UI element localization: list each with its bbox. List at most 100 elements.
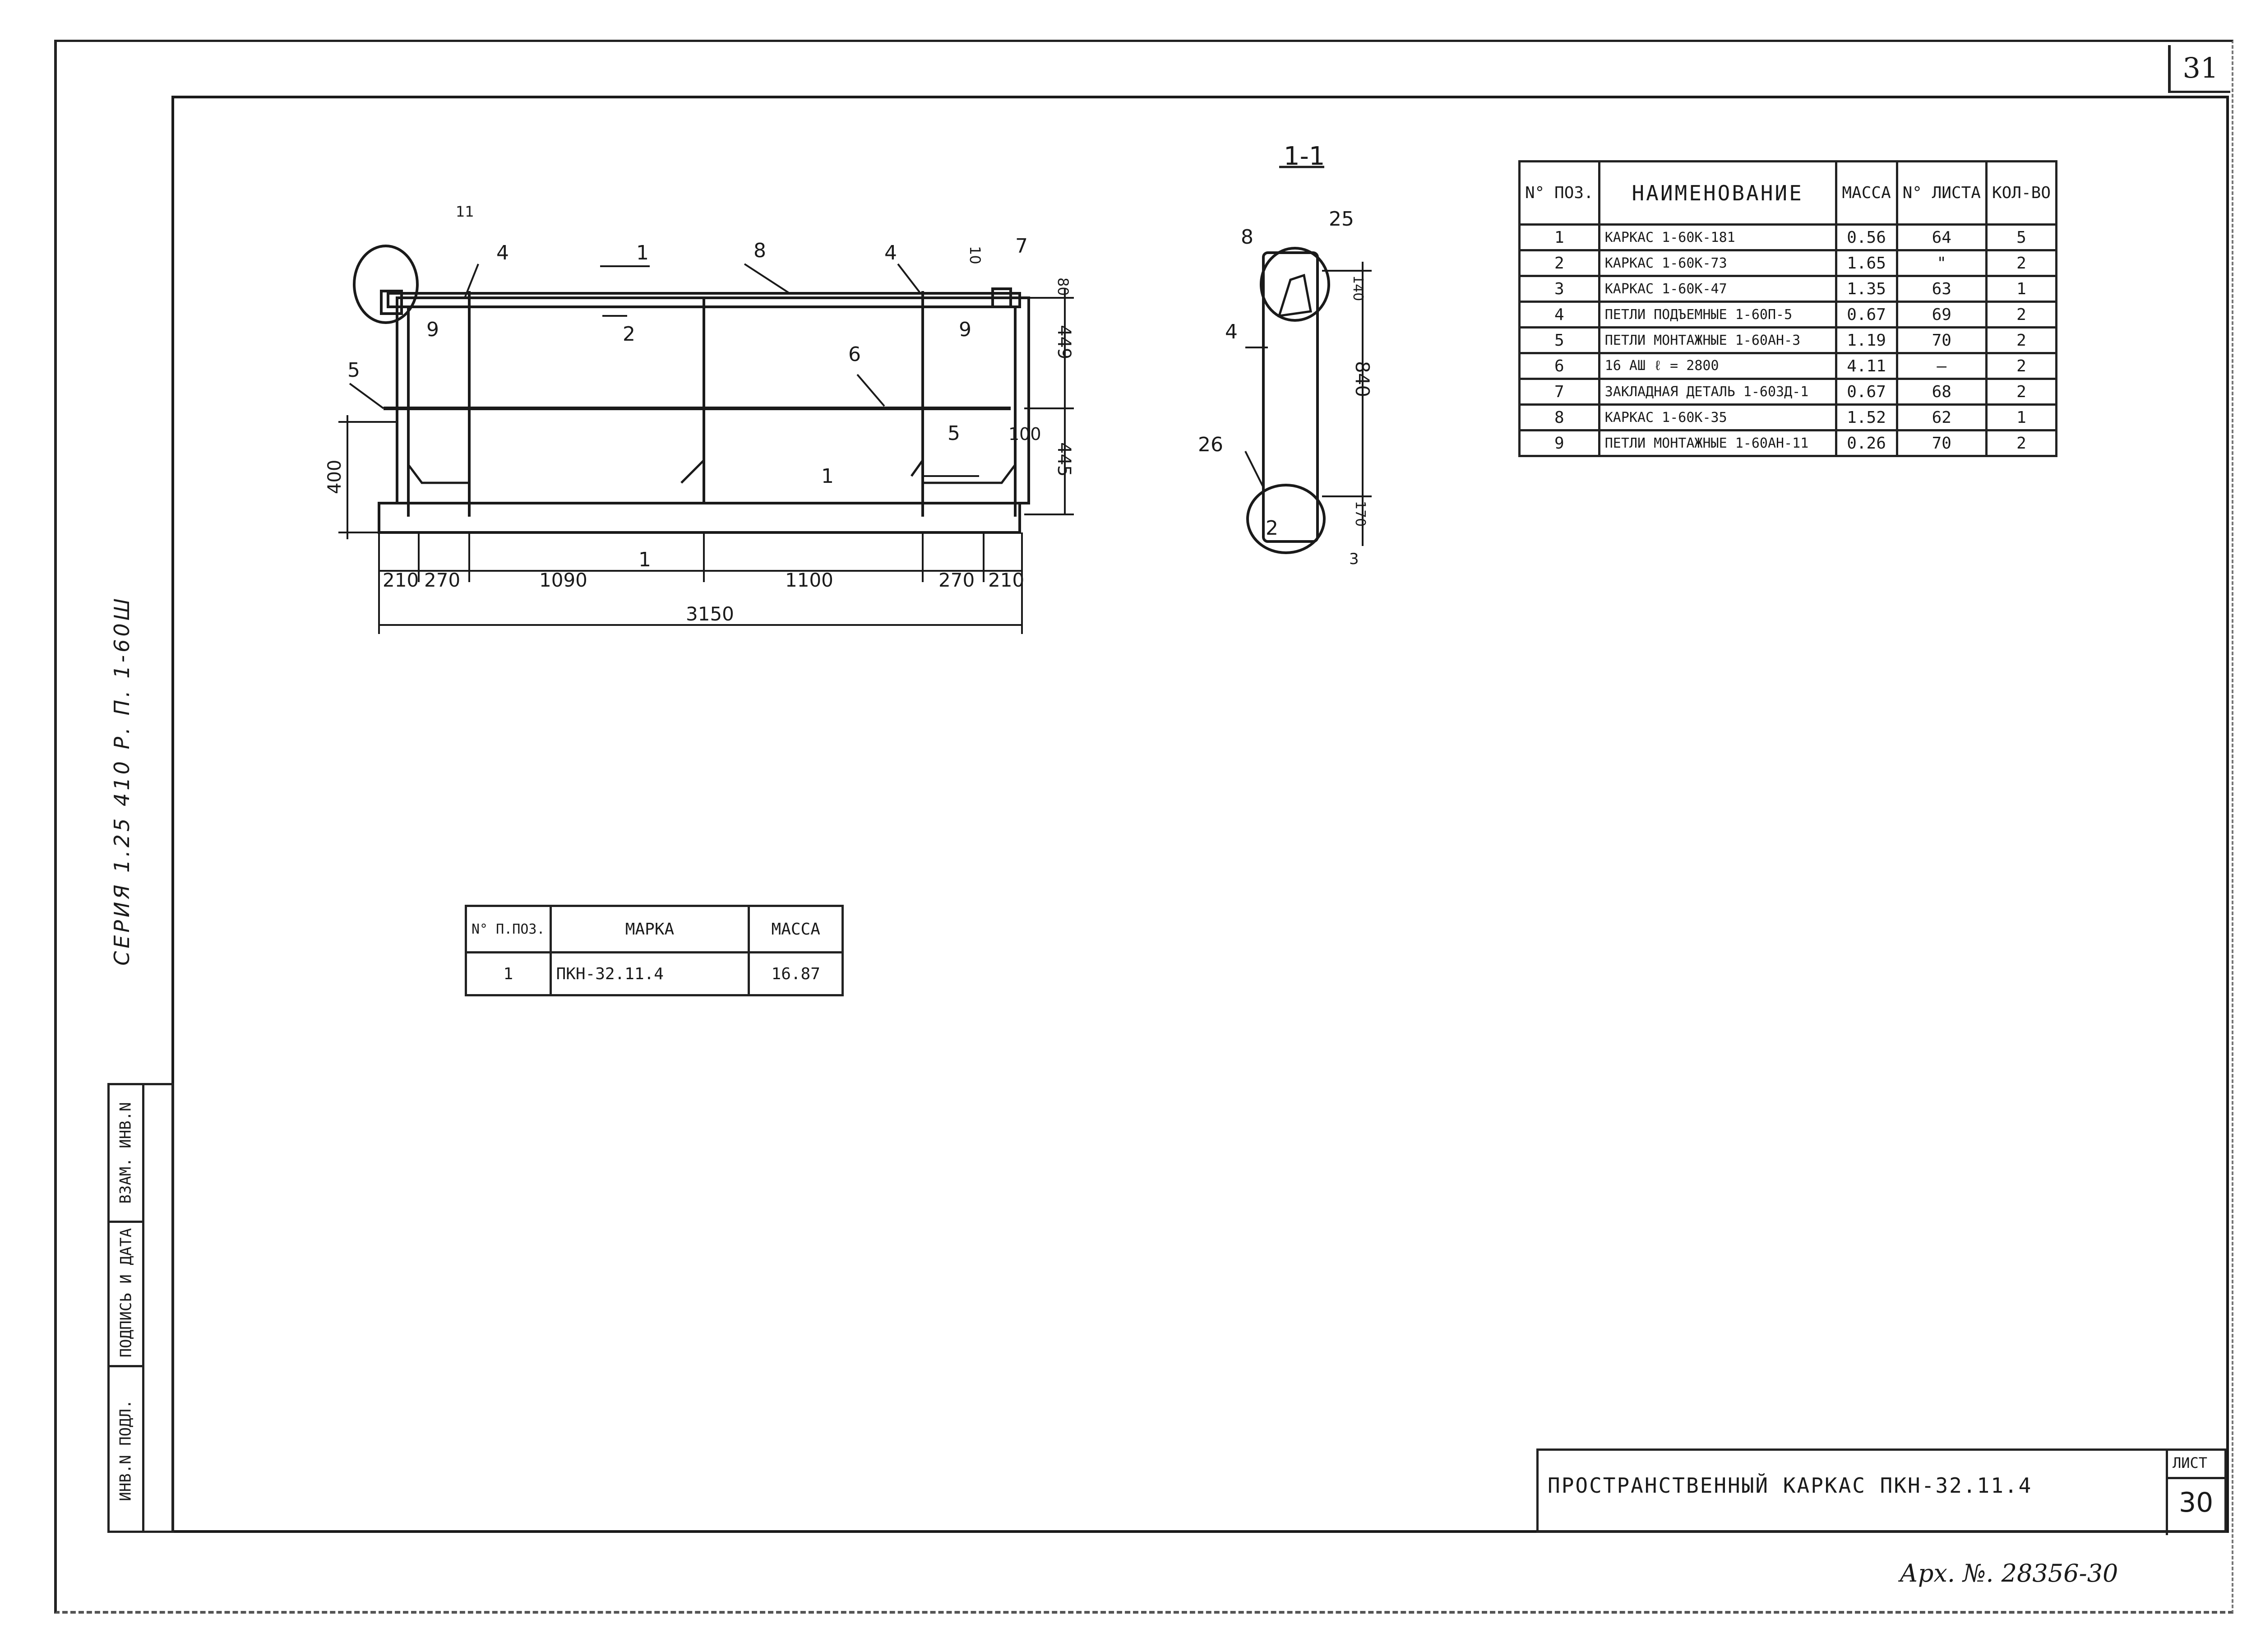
spec-cell-pos: 2	[1518, 249, 1600, 277]
spec-cell-mass: 0.67	[1835, 378, 1898, 406]
spec-cell-pos: 1	[1518, 223, 1600, 251]
dim-r4: 445	[1054, 442, 1074, 477]
spec-cell-pos: 7	[1518, 378, 1600, 406]
sec-dim-140: 140	[1350, 275, 1366, 301]
spec-cell-name: ПЕТЛИ МОНТАЖНЫЕ 1-60АН-11	[1598, 429, 1837, 457]
drawing-svg: 1 1 1 2 4 4 5 5 6 7 8 9 9 11 210 270 109…	[324, 142, 1373, 634]
spec-cell-mass: 0.67	[1835, 301, 1898, 329]
top-bar	[387, 292, 1021, 308]
spec-cell-qty: 2	[1985, 378, 2058, 406]
spec-cell-qty: 2	[1985, 429, 2058, 457]
spec-cell-mass: 1.19	[1835, 326, 1898, 354]
spec-cell-pos: 4	[1518, 301, 1600, 329]
dim-r2: 449	[1054, 325, 1074, 359]
spec-cell-mass: 1.65	[1835, 249, 1898, 277]
detail-circle	[353, 245, 419, 324]
elevation-geometry	[338, 245, 1074, 634]
pos-9b: 9	[959, 318, 971, 341]
pos-11: 11	[456, 203, 474, 220]
spec-cell-mass: 1.35	[1835, 275, 1898, 303]
spec-cell-pos: 8	[1518, 403, 1600, 431]
spec-cell-sheet: 64	[1895, 223, 1988, 251]
spec-cell-name: КАРКАС 1-60К-73	[1598, 249, 1837, 277]
drawing-frame	[171, 96, 2229, 1533]
marka-h-mark: МАРКА	[549, 905, 750, 953]
spec-cell-sheet: 70	[1895, 326, 1988, 354]
spec-cell-sheet: 63	[1895, 275, 1988, 303]
marka-table: N° П.ПОЗ. МАРКА МАССА 1 ПКН-32.11.4 16.8…	[465, 905, 844, 996]
sheet-label: ЛИСТ	[2173, 1454, 2208, 1472]
dim-r1: 80	[1054, 278, 1072, 296]
spec-cell-name: ЗАКЛАДНАЯ ДЕТАЛЬ 1-60ЗД-1	[1598, 378, 1837, 406]
pos-4a: 4	[496, 241, 509, 264]
marka-cell-mass: 16.87	[748, 951, 844, 996]
spec-cell-sheet: 70	[1895, 429, 1988, 457]
dim-total: 3150	[686, 603, 734, 625]
spec-cell-qty: 2	[1985, 352, 2058, 380]
sheet-value: 30	[2179, 1487, 2214, 1518]
sec-dim-170: 170	[1352, 501, 1368, 527]
sec-pos-8: 8	[1241, 226, 1253, 249]
bottom-bar	[378, 502, 1021, 534]
pos-4b: 4	[884, 241, 897, 264]
spec-table: N° ПОЗ. НАИМЕНОВАНИЕ МАССА N° ЛИСТА КОЛ-…	[1518, 160, 2058, 457]
spec-cell-qty: 5	[1985, 223, 2058, 251]
elevation-dims: 210 270 1090 1100 270 210 3150 100 80 44…	[324, 246, 1074, 625]
dim-r3: 100	[1008, 424, 1041, 444]
dim-b1: 210	[383, 569, 419, 591]
sec-pos-26: 26	[1198, 433, 1223, 456]
spec-h-sheet: N° ЛИСТА	[1895, 160, 1988, 226]
spec-cell-sheet: —	[1895, 352, 1988, 380]
marka-row: 1 ПКН-32.11.4 16.87	[465, 951, 844, 996]
spec-cell-mass: 1.52	[1835, 403, 1898, 431]
stamp-inv-podl: ИНВ.N ПОДЛ.	[117, 1399, 135, 1501]
sec-pos-4: 4	[1225, 320, 1238, 343]
sec-dim-840: 840	[1351, 361, 1373, 397]
marka-cell-pos: 1	[465, 951, 552, 996]
title-block: ПРОСТРАНСТВЕННЫЙ КАРКАС ПКН-32.11.4 ЛИСТ…	[1536, 1448, 2227, 1535]
spec-cell-sheet: "	[1895, 249, 1988, 277]
stamp-divider	[142, 1085, 144, 1531]
section-labels: 1-1 8 25 4 26 2 3 140 840 170	[1198, 142, 1373, 568]
sec-pos-25: 25	[1329, 208, 1354, 231]
spec-cell-mass: 0.26	[1835, 429, 1898, 457]
spec-cell-pos: 6	[1518, 352, 1600, 380]
spec-h-mass: МАССА	[1835, 160, 1898, 226]
corner-sheet-number: 31	[2168, 45, 2230, 93]
spec-cell-name: 16 АШ ℓ = 2800	[1598, 352, 1837, 380]
spec-cell-sheet: 62	[1895, 403, 1988, 431]
pos-9a: 9	[426, 318, 439, 341]
section-geometry	[1244, 166, 1372, 554]
spec-cell-name: ПЕТЛИ ПОДЪЕМНЫЕ 1-60П-5	[1598, 301, 1837, 329]
spec-cell-name: КАРКАС 1-60К-181	[1598, 223, 1837, 251]
dim-b4: 1100	[785, 569, 833, 591]
pos-2: 2	[623, 323, 635, 346]
spec-cell-name: КАРКАС 1-60К-35	[1598, 403, 1837, 431]
spec-cell-mass: 4.11	[1835, 352, 1898, 380]
marka-h-pos: N° П.ПОЗ.	[465, 905, 552, 953]
stamp-podpis: ПОДПИСЬ И ДАТА	[110, 1221, 142, 1367]
pos-5a: 5	[347, 359, 360, 382]
section-title: 1-1	[1284, 142, 1325, 171]
elevation-labels: 1 1 1 2 4 4 5 5 6 7 8 9 9 11	[347, 203, 1028, 571]
cut-label-bottom: 1	[638, 548, 651, 571]
spec-cell-qty: 2	[1985, 326, 2058, 354]
spec-cell-sheet: 68	[1895, 378, 1988, 406]
spec-cell-mass: 0.56	[1835, 223, 1898, 251]
dim-b3: 1090	[539, 569, 587, 591]
pos-5b: 5	[948, 422, 960, 445]
spec-cell-pos: 9	[1518, 429, 1600, 457]
pos-6: 6	[848, 343, 861, 366]
spec-cell-name: КАРКАС 1-60К-47	[1598, 275, 1837, 303]
marka-h-mass: МАССА	[748, 905, 844, 953]
spec-cell-qty: 2	[1985, 301, 2058, 329]
spec-h-name: НАИМЕНОВАНИЕ	[1598, 160, 1837, 226]
